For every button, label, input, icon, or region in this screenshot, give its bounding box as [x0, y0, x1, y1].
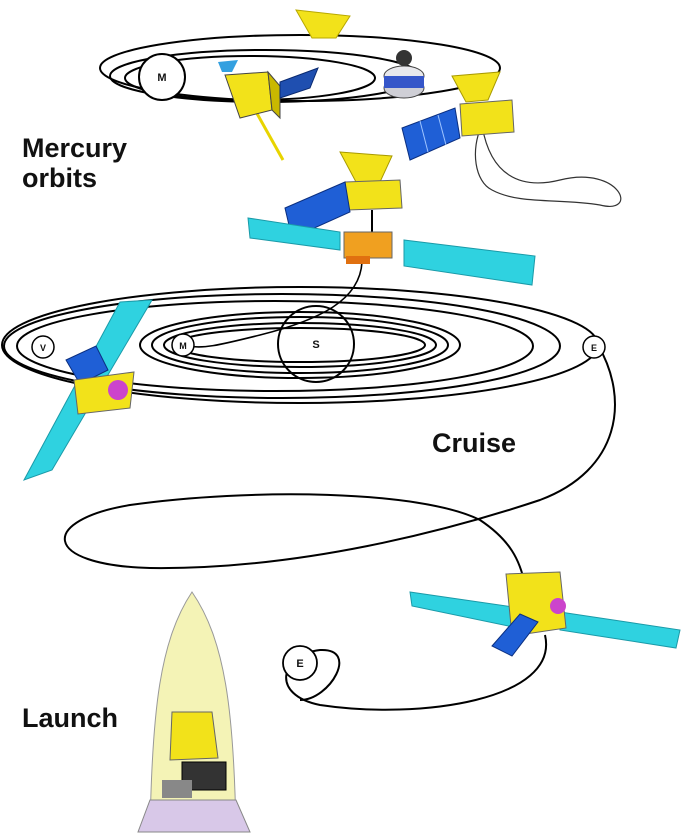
mercury-orbits-line2: orbits: [22, 163, 98, 193]
sun-circle: [277, 305, 355, 383]
cruise-return-loop: [64, 344, 616, 586]
transfer-trajectory-loop: [474, 124, 622, 207]
mercury-mid-label: M: [179, 341, 187, 351]
cruise-orbit-5: [151, 316, 449, 374]
earth-right-label: E: [591, 343, 597, 353]
earth-bottom-label: E: [296, 658, 303, 670]
venus-planet: [31, 335, 55, 359]
launch-trajectory: [285, 634, 548, 711]
mercury-orbits-label: Mercury orbits: [22, 133, 127, 193]
sun-label: S: [312, 339, 319, 351]
launch-label: Launch: [22, 703, 119, 733]
cruise-orbit-6: [163, 322, 437, 368]
mercury-mid-planet: [171, 333, 195, 357]
venus-label: V: [40, 343, 46, 353]
mercury-orbits-line1: Mercury: [22, 133, 128, 163]
cruise-spacecraft-left: [22, 299, 153, 481]
earth-right-planet: [582, 335, 606, 359]
mcs-stack-upper-right: [401, 71, 515, 161]
mercury-orbit-group: [99, 34, 501, 103]
stack-tether-to-sun: [184, 261, 363, 348]
sunshield-top: [295, 9, 351, 39]
mercury-top-planet: [138, 53, 186, 101]
mcs-stack-middle: [247, 151, 536, 286]
mpo-orbiter-spacecraft: [218, 60, 319, 161]
cruise-label: Cruise: [432, 428, 517, 458]
earth-bottom-planet: [282, 645, 318, 681]
launch-fairing: [137, 591, 251, 833]
mmo-orbiter-spacecraft: [383, 50, 425, 99]
mercury-top-label: M: [157, 72, 166, 84]
cruise-orbit-3: [16, 300, 534, 392]
cruise-orbit-2: [3, 293, 561, 399]
cruise-spacecraft-right: [409, 571, 681, 657]
